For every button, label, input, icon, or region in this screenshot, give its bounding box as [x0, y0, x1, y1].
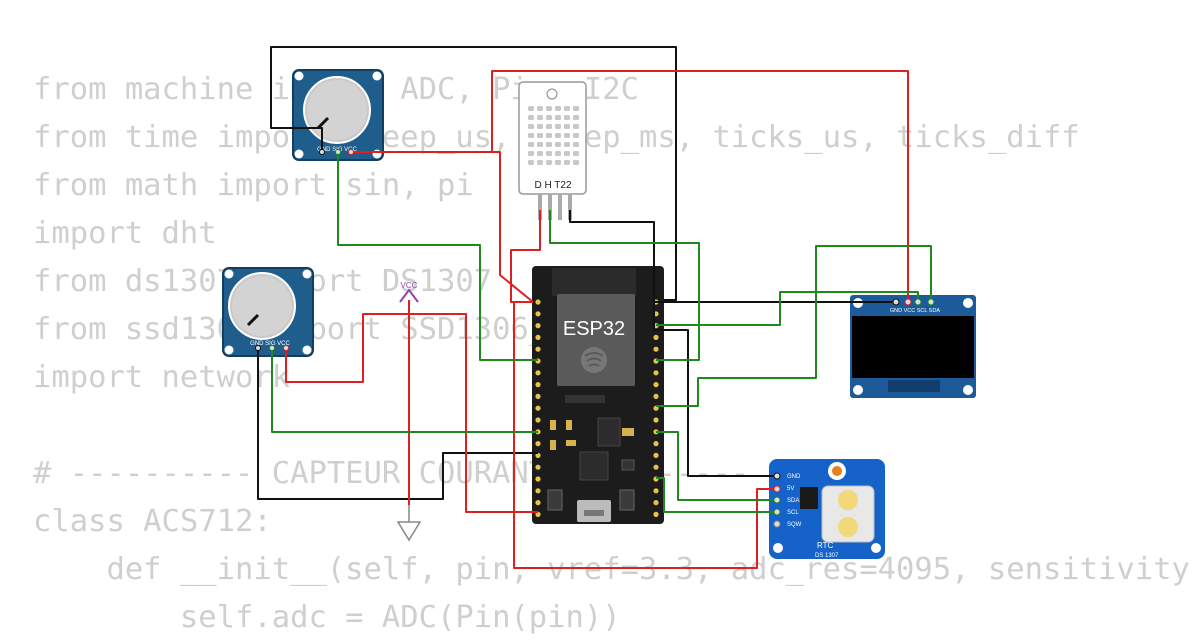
- oled-display[interactable]: GND VCC SCL SDA: [850, 295, 976, 398]
- dht-label: D H T22: [534, 180, 571, 191]
- esp32-pin[interactable]: [653, 500, 659, 506]
- wire-green-rtc-sda: [656, 431, 777, 501]
- rtc-pin-label: GND: [787, 474, 801, 480]
- esp32-pin[interactable]: [653, 346, 659, 352]
- ground-symbol: [396, 505, 422, 542]
- esp32-pin[interactable]: [535, 323, 541, 329]
- esp32-pin[interactable]: [535, 346, 541, 352]
- esp32-pin[interactable]: [653, 464, 659, 470]
- wire-green-oled-sda: [656, 245, 932, 407]
- esp32-pin[interactable]: [535, 405, 541, 411]
- esp32-pin[interactable]: [535, 500, 541, 506]
- esp32-pin[interactable]: [535, 393, 541, 399]
- wire-green-dht-data: [549, 210, 700, 361]
- pin-endpoints: [255, 149, 935, 528]
- esp32-board[interactable]: ESP32: [532, 266, 664, 524]
- code-line: import dht: [33, 216, 217, 251]
- wire-black-pot1-gnd: [270, 46, 677, 301]
- rtc-pin-label: SDA: [787, 498, 799, 504]
- rtc-ds1307[interactable]: RTC DS 1307 GND 5V SDA SCL SQW: [769, 459, 885, 559]
- code-line: class ACS712:: [33, 504, 272, 539]
- esp32-pin[interactable]: [653, 441, 659, 447]
- code-line: self.adc = ADC(Pin(pin)): [33, 600, 621, 635]
- esp32-label: ESP32: [563, 318, 625, 340]
- esp32-pin[interactable]: [535, 299, 541, 305]
- wire-red-rtc-5v: [513, 302, 777, 569]
- oled-pin-labels: GND VCC SCL SDA: [890, 308, 941, 314]
- wire-green-rtc-scl: [656, 477, 777, 513]
- code-line: import network: [33, 360, 291, 395]
- rtc-chip-label: DS 1307: [815, 553, 839, 559]
- wire-green-pot1-sig: [337, 152, 538, 361]
- esp32-pin[interactable]: [535, 382, 541, 388]
- vcc-symbol: VCC: [399, 281, 419, 303]
- potentiometer-2[interactable]: GND SIG VCC: [222, 267, 314, 357]
- wire-red-rtc-vcc: [409, 313, 538, 513]
- esp32-pin[interactable]: [535, 441, 541, 447]
- esp32-pin[interactable]: [653, 452, 659, 458]
- esp32-pin[interactable]: [535, 476, 541, 482]
- esp32-pin[interactable]: [535, 311, 541, 317]
- code-line: from ds1307 import DS1307: [33, 264, 493, 299]
- esp32-pin[interactable]: [653, 488, 659, 494]
- wire-black-pot2-gnd: [257, 348, 538, 500]
- wire-green-oled-scl: [656, 291, 919, 326]
- esp32-pin[interactable]: [535, 370, 541, 376]
- esp32-pin[interactable]: [535, 464, 541, 470]
- esp32-pin[interactable]: [535, 511, 541, 517]
- esp32-pin[interactable]: [535, 417, 541, 423]
- code-line: from math import sin, pi: [33, 168, 474, 203]
- wire-black-dht-gnd: [569, 210, 655, 302]
- rtc-pin-label: SCL: [787, 510, 799, 516]
- esp32-pin[interactable]: [653, 334, 659, 340]
- wire-green-pot2-sig: [271, 348, 538, 433]
- esp32-pin[interactable]: [653, 370, 659, 376]
- esp32-pin[interactable]: [653, 511, 659, 517]
- pot2-pin-labels: GND SIG VCC: [250, 341, 290, 347]
- esp32-pin[interactable]: [653, 393, 659, 399]
- code-line: def __init__(self, pin, vref=3.3, adc_re…: [33, 552, 1190, 587]
- wire-black-rtc-gnd: [653, 302, 777, 477]
- code-line: # ---------- CAPTEUR COURANT ----------: [33, 456, 750, 491]
- potentiometer-1[interactable]: GND SIG VCC: [292, 69, 384, 161]
- rtc-pin-label: SQW: [787, 522, 802, 528]
- rtc-pin-label: 5V: [787, 486, 794, 492]
- esp32-pin[interactable]: [535, 452, 541, 458]
- wire-red-pot1-vcc: [351, 151, 534, 303]
- wire-red-dht-vcc: [510, 210, 541, 303]
- wire-red-oled-vcc: [491, 70, 909, 302]
- esp32-pin[interactable]: [535, 488, 541, 494]
- esp32-pin[interactable]: [653, 382, 659, 388]
- rtc-label: RTC: [817, 541, 834, 550]
- esp32-pin[interactable]: [653, 417, 659, 423]
- esp32-pin[interactable]: [535, 334, 541, 340]
- vcc-label: VCC: [401, 281, 418, 290]
- dht22-sensor[interactable]: D H T22: [518, 81, 587, 220]
- wires: [257, 46, 932, 569]
- wire-red-pot2-vcc: [285, 300, 410, 383]
